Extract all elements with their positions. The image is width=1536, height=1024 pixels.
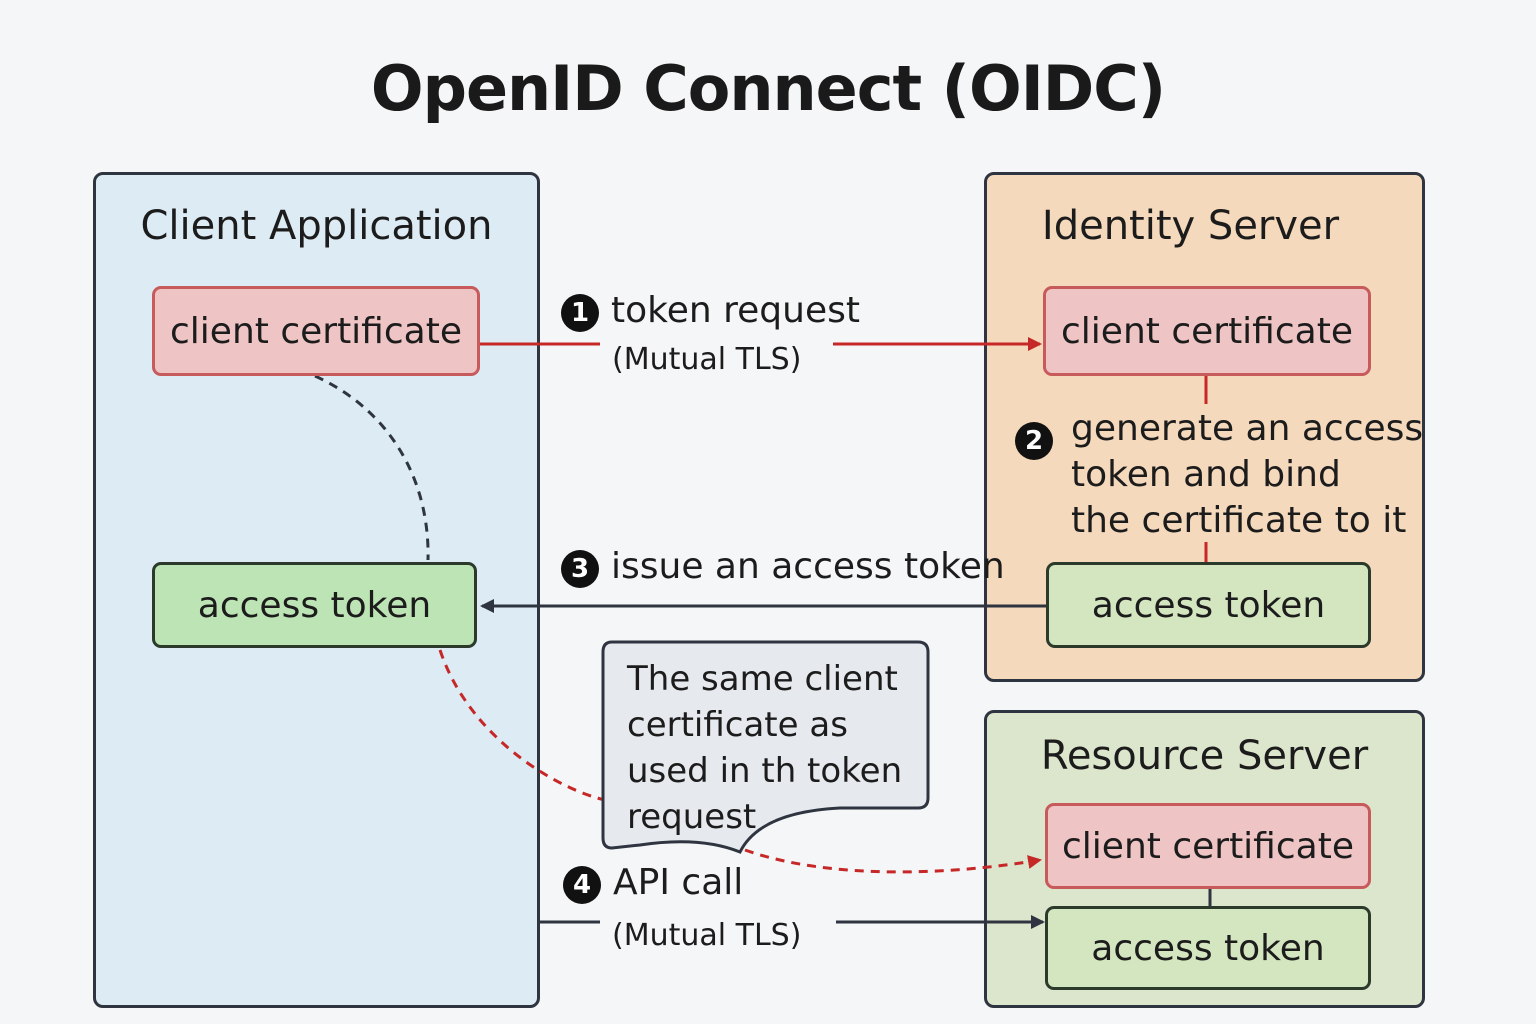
step-4-sublabel: (Mutual TLS) — [612, 918, 802, 953]
step-1-label: token request — [611, 290, 860, 331]
client-access-token-box: access token — [152, 562, 477, 648]
client-application-title: Client Application — [140, 203, 493, 249]
step-1-sublabel: (Mutual TLS) — [612, 342, 802, 377]
identity-certificate-label: client certificate — [1061, 310, 1353, 352]
resource-certificate-box: client certificate — [1045, 803, 1371, 889]
identity-access-token-label: access token — [1091, 584, 1326, 626]
step-2-line-2: token and bind — [1071, 454, 1341, 495]
step-4-badge: 4 — [563, 866, 601, 904]
resource-server-title: Resource Server — [1040, 733, 1369, 779]
resource-access-token-label: access token — [1091, 927, 1325, 969]
same-certificate-dashed-arrow — [744, 848, 1042, 874]
client-certificate-box: client certificate — [152, 286, 480, 376]
note-line-3: used in th token — [627, 751, 903, 791]
note-text: The same client certificate as used in t… — [627, 656, 902, 840]
note-line-1: The same client — [627, 659, 898, 699]
note-line-2: certificate as — [627, 705, 848, 745]
same-certificate-dashed-link — [438, 649, 606, 802]
step-2-badge: 2 — [1015, 422, 1053, 460]
client-access-token-label: access token — [197, 584, 432, 626]
identity-access-token-box: access token — [1046, 562, 1371, 648]
step-3-label: issue an access token — [611, 546, 1005, 587]
client-certificate-label: client certificate — [170, 310, 462, 352]
step-1-badge: 1 — [561, 294, 599, 332]
client-cert-token-dashed-link — [314, 374, 430, 561]
diagram-title: OpenID Connect (OIDC) — [370, 52, 1166, 125]
note-line-4: request — [627, 797, 757, 837]
resource-access-token-box: access token — [1045, 906, 1371, 990]
identity-certificate-box: client certificate — [1043, 286, 1371, 376]
step-2-line-3: the certificate to it — [1071, 500, 1407, 541]
resource-certificate-label: client certificate — [1062, 825, 1354, 867]
step-4-label: API call — [613, 862, 744, 903]
note-callout — [601, 640, 930, 854]
step-3-badge: 3 — [561, 550, 599, 588]
step-2-line-1: generate an access — [1071, 408, 1424, 449]
identity-server-title: Identity Server — [1041, 203, 1340, 249]
